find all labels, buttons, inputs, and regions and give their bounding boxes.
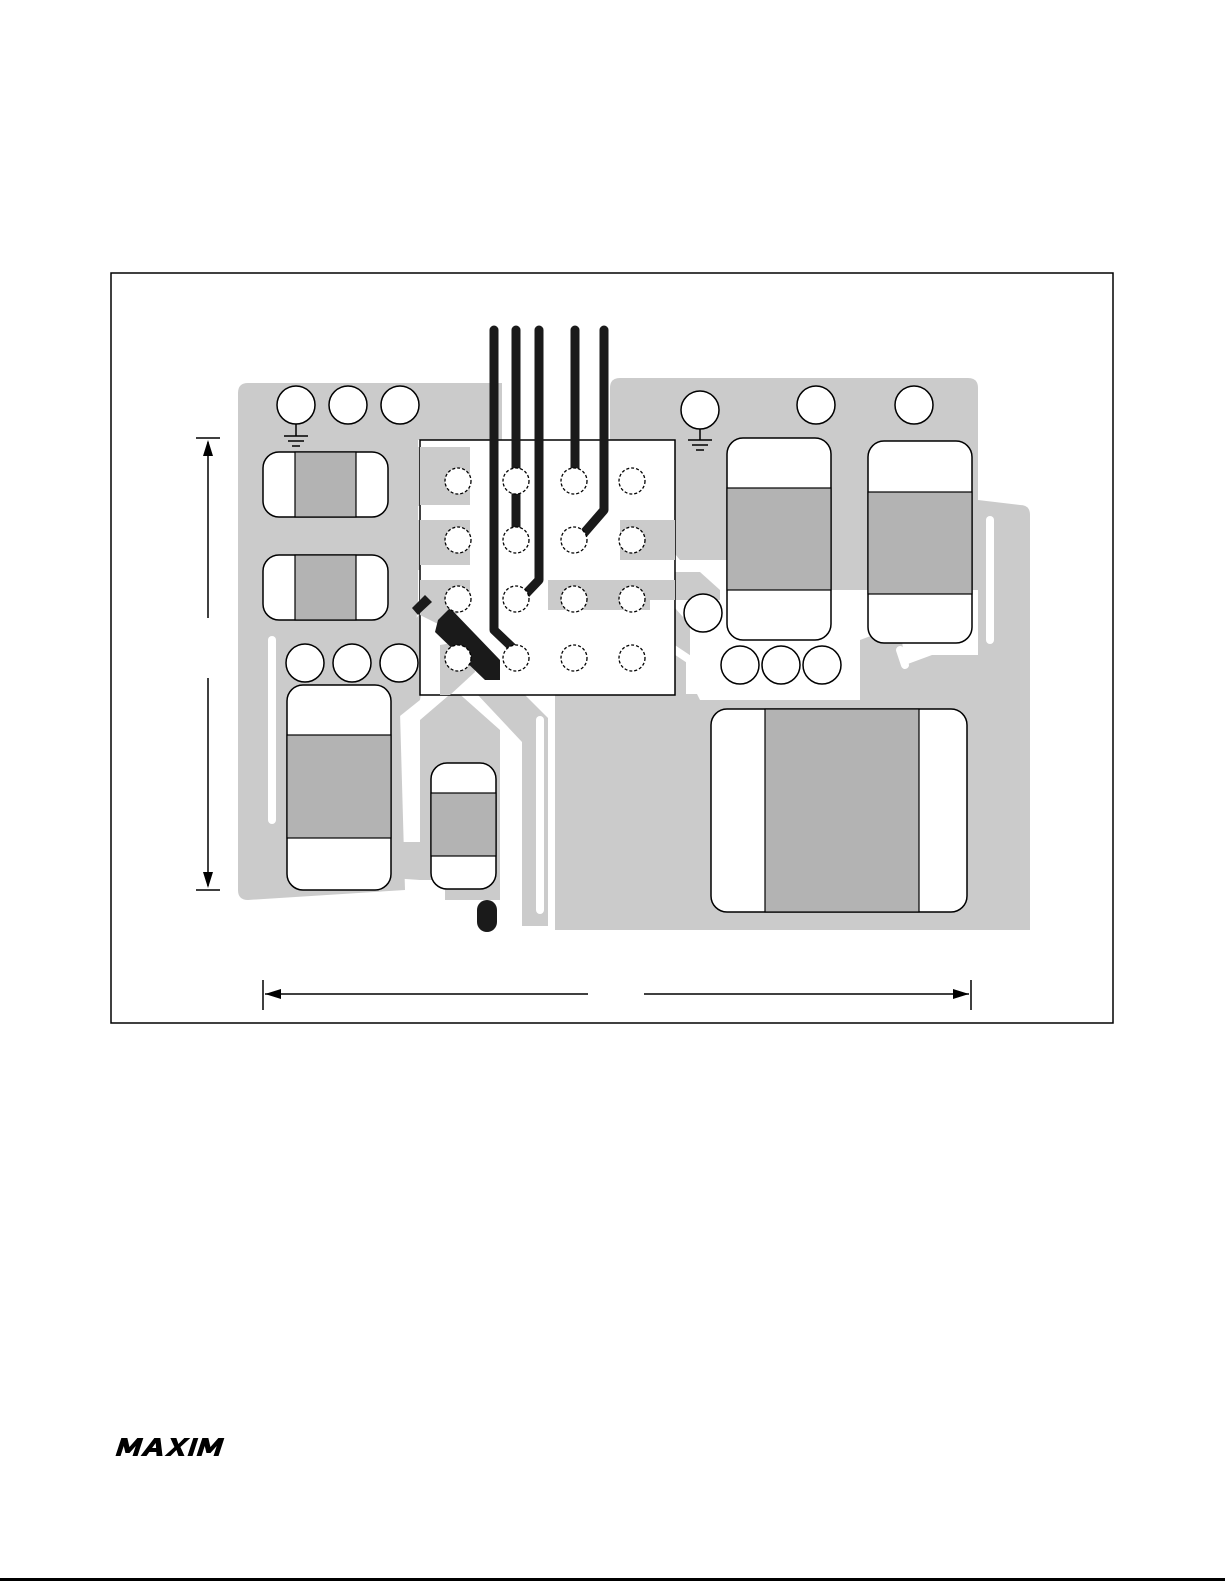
via-mid-right-0 xyxy=(684,594,722,632)
trace-stub xyxy=(477,900,497,932)
via-mid-left-3 xyxy=(380,644,418,682)
dimension-horizontal xyxy=(263,980,971,1010)
capacitor-mid-left xyxy=(263,555,388,620)
via-mid-left-2 xyxy=(333,644,371,682)
capacitor-top-right-2 xyxy=(868,441,972,643)
ic-ball-via xyxy=(503,645,529,671)
maxim-logo-icon xyxy=(115,1436,255,1458)
ic-ball-via xyxy=(503,586,529,612)
via-top-right-3 xyxy=(895,386,933,424)
capacitor-top-left xyxy=(263,452,388,517)
ic-ball-via xyxy=(445,527,471,553)
ic-ball-via xyxy=(445,586,471,612)
via-top-left-2 xyxy=(329,386,367,424)
via-mid-right-2 xyxy=(762,646,800,684)
ic-ball-via xyxy=(619,468,645,494)
ic-ball-via xyxy=(445,468,471,494)
via-mid-right-3 xyxy=(803,646,841,684)
via-top-right-1 xyxy=(681,391,719,429)
dimension-vertical xyxy=(196,438,220,890)
ic-ball-via xyxy=(561,645,587,671)
via-mid-right-1 xyxy=(721,646,759,684)
ic-ball-via xyxy=(445,645,471,671)
capacitor-bottom-left xyxy=(287,685,391,890)
ic-ball-via xyxy=(619,586,645,612)
ic-ball-via xyxy=(561,527,587,553)
via-top-left-3 xyxy=(381,386,419,424)
ic-ball-via xyxy=(561,468,587,494)
via-mid-left-1 xyxy=(286,644,324,682)
ic-ball-via xyxy=(503,527,529,553)
ic-ball-via xyxy=(619,645,645,671)
via-top-right-2 xyxy=(797,386,835,424)
capacitor-top-right-1 xyxy=(727,438,831,640)
ic-ball-via xyxy=(561,586,587,612)
capacitor-small-bottom xyxy=(431,763,496,889)
page-bottom-rule xyxy=(0,1578,1225,1581)
ic-ball-via xyxy=(619,527,645,553)
ic-ball-via xyxy=(503,468,529,494)
inductor xyxy=(711,709,967,912)
via-top-left-1 xyxy=(277,386,315,424)
